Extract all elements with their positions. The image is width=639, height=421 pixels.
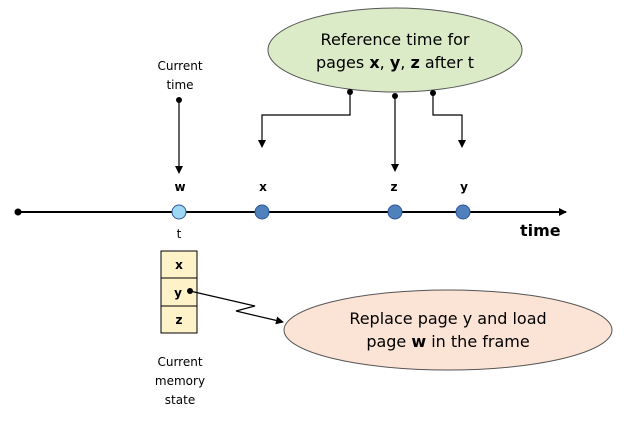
point-label-x: x — [259, 180, 267, 194]
current-time-label-line1: Current — [157, 59, 202, 73]
memory-caption-line2: memory — [155, 374, 205, 388]
connector-arrow-x — [258, 92, 351, 148]
reference-bubble-line2: pages x, y, z after t — [316, 53, 474, 72]
point-label-w: w — [174, 180, 185, 194]
reference-bubble-line1: Reference time for — [321, 30, 470, 49]
memory-caption-line3: state — [165, 393, 195, 407]
point-x-marker — [254, 204, 270, 220]
memory-cell-x — [160, 250, 198, 279]
t-label: t — [177, 227, 182, 241]
replace-bubble-line1: Replace page y and load — [349, 309, 546, 328]
timeline-axis-label: time — [520, 221, 561, 240]
memory-caption-line1: Current — [157, 355, 202, 369]
current-time-label-line2: time — [166, 78, 193, 92]
memory-cell-z — [160, 305, 198, 334]
replace-connector-arrow — [189, 290, 284, 325]
replace-page-bubble — [283, 289, 613, 371]
point-label-z: z — [391, 180, 398, 194]
replace-bubble-line2: page w in the frame — [366, 332, 529, 351]
reference-time-bubble — [267, 7, 523, 93]
memory-cell-y-label: y — [174, 286, 182, 300]
point-z-marker — [387, 204, 403, 220]
memory-cell-x-label: x — [175, 258, 183, 272]
memory-state: x y z — [160, 250, 198, 334]
point-label-y: y — [460, 180, 468, 194]
point-y-marker — [455, 204, 471, 220]
point-w-marker — [171, 204, 187, 220]
memory-cell-z-label: z — [176, 313, 183, 327]
connector-arrow-y — [432, 93, 466, 148]
